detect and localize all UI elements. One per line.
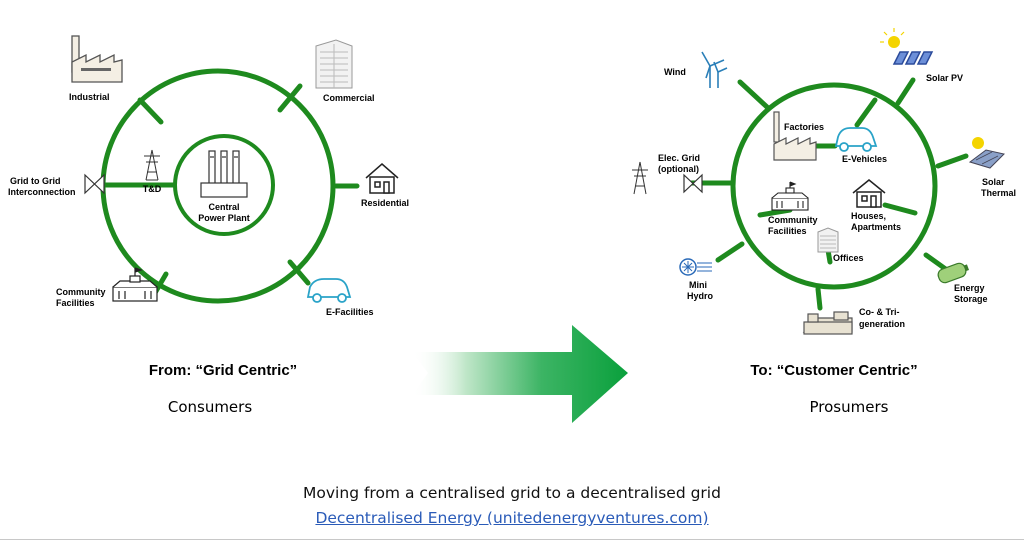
right-heading: To: “Customer Centric” [750, 362, 917, 379]
left-heading: From: “Grid Centric” [149, 362, 297, 379]
energy-storage-label-2: Storage [954, 294, 988, 304]
g2g-label-1: Grid to Grid [10, 176, 61, 186]
town-hall-icon [771, 181, 809, 211]
solar-thermal-icon [968, 137, 1005, 169]
offices-label: Offices [833, 253, 864, 263]
valve-icon [683, 173, 703, 194]
solar-pv-label: Solar PV [926, 73, 963, 83]
hydro-turbine-icon [679, 258, 712, 276]
grid-centric-diagram: Central Power Plant T&D Grid to Grid Int… [8, 35, 409, 317]
central-plant-label-1: Central [208, 202, 239, 212]
generator-icon [802, 311, 853, 335]
central-plant-label-2: Power Plant [198, 213, 250, 223]
td-label: T&D [143, 184, 162, 194]
factories-label: Factories [784, 122, 824, 132]
elec-grid-label-2: (optional) [658, 164, 699, 174]
right-spokes [689, 77, 969, 311]
right-grid-ring [730, 82, 938, 290]
energy-storage-label-1: Energy [954, 283, 985, 293]
source-link[interactable]: Decentralised Energy (unitedenergyventur… [315, 509, 709, 527]
solar-thermal-label-1: Solar [982, 177, 1005, 187]
factory-icon [773, 111, 817, 161]
mini-hydro-label-1: Mini [689, 280, 707, 290]
transmission-tower-icon [632, 161, 648, 195]
houses-label-1: Houses, [851, 211, 886, 221]
office-building-icon [817, 227, 839, 253]
town-hall-icon [112, 267, 158, 302]
house-icon [852, 179, 886, 208]
efacilities-label: E-Facilities [326, 307, 374, 317]
solar-thermal-label-2: Thermal [981, 188, 1016, 198]
residential-label: Residential [361, 198, 409, 208]
car-icon [834, 127, 878, 152]
left-subheading: Consumers [168, 398, 252, 416]
right-subheading: Prosumers [810, 398, 889, 416]
solar-panel-icon [880, 28, 934, 65]
houses-label-2: Apartments [851, 222, 901, 232]
commercial-label: Commercial [323, 93, 375, 103]
customer-centric-diagram: Wind Solar PV Solar Thermal [632, 28, 1016, 335]
elec-grid-label-1: Elec. Grid [658, 153, 700, 163]
bottom-divider [0, 539, 1024, 540]
caption: Moving from a centralised grid to a dece… [303, 484, 721, 502]
evehicles-label: E-Vehicles [842, 154, 887, 164]
inner-community-label-2: Facilities [768, 226, 807, 236]
transition-arrow [412, 325, 628, 423]
inner-community-label-1: Community [768, 215, 818, 225]
cogen-label-1: Co- & Tri- [859, 307, 900, 317]
community-label-2: Facilities [56, 298, 95, 308]
wind-label: Wind [664, 67, 686, 77]
community-label-1: Community [56, 287, 106, 297]
factory-icon [71, 35, 123, 83]
office-building-icon [315, 39, 353, 89]
valve-icon [84, 173, 105, 195]
house-icon [365, 163, 399, 194]
wind-turbine-icon [701, 51, 728, 88]
transmission-tower-icon [144, 149, 160, 181]
car-icon [306, 278, 352, 303]
g2g-label-2: Interconnection [8, 187, 76, 197]
industrial-label: Industrial [69, 92, 110, 102]
mini-hydro-label-2: Hydro [687, 291, 714, 301]
power-plant-icon [200, 150, 248, 198]
cogen-label-2: generation [859, 319, 905, 329]
battery-icon [937, 262, 970, 284]
